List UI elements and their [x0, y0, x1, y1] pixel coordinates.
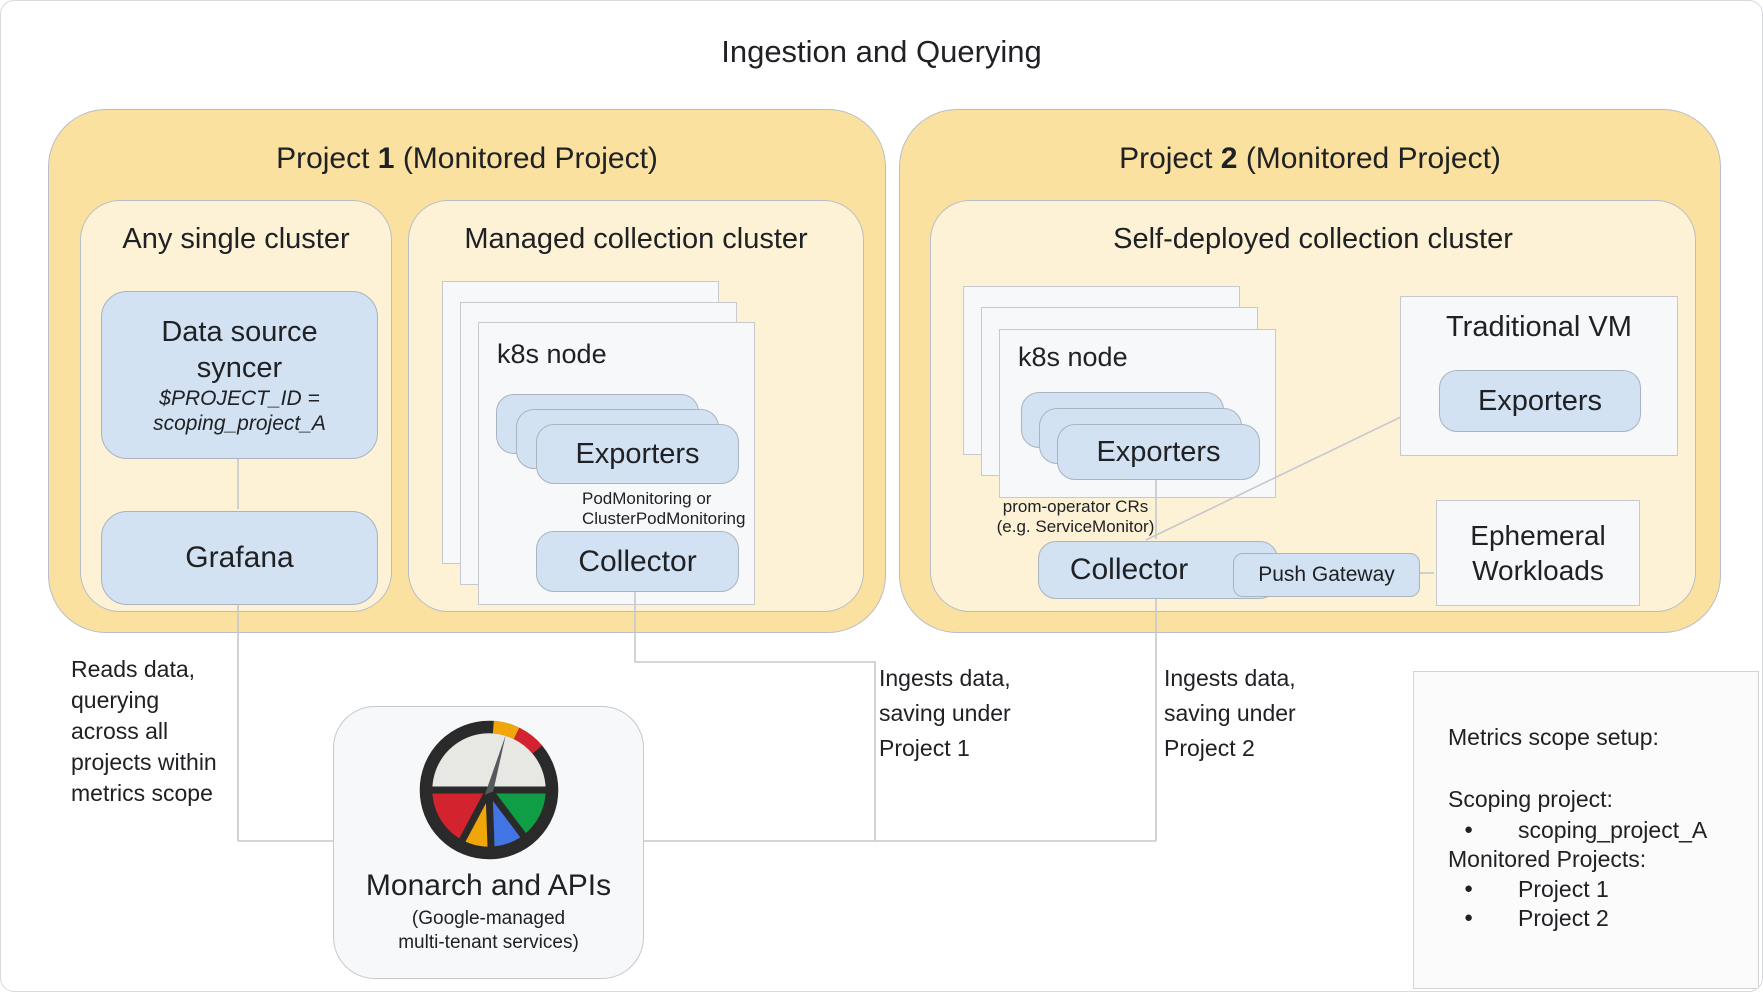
- scoping-project-label: Scoping project:: [1448, 786, 1613, 812]
- ephemeral-workloads-box: Ephemeral Workloads: [1436, 500, 1640, 606]
- ingests-project1-annotation: Ingests data, saving under Project 1: [879, 661, 1069, 766]
- traditional-vm-title: Traditional VM: [1446, 311, 1632, 343]
- exporters-node: Exporters: [536, 424, 739, 484]
- monitored-projects-label: Monitored Projects:: [1448, 846, 1647, 872]
- collector-node-project1: Collector: [536, 531, 739, 592]
- project2-container: Project 2 (Monitored Project) Self-deplo…: [899, 109, 1721, 633]
- bullet-icon: ●: [1464, 821, 1474, 838]
- ephemeral-line1: Ephemeral: [1470, 520, 1606, 551]
- project1-label-post: (Monitored Project): [394, 142, 658, 175]
- ingest2-line3: Project 2: [1164, 735, 1255, 761]
- metrics-scope-setup-box: Metrics scope setup: Scoping project: ● …: [1413, 671, 1759, 989]
- pod-monitoring-note: PodMonitoring or ClusterPodMonitoring: [582, 489, 762, 529]
- monitored-project-value-1: Project 1: [1518, 876, 1609, 902]
- k8s-node-label: k8s node: [497, 339, 607, 369]
- project1-label-number: 1: [377, 142, 395, 175]
- prometheus-gauge-icon: [419, 720, 558, 860]
- monitored-project-item-2: ● Project 2: [1448, 905, 1750, 932]
- reads-line2: querying: [71, 687, 160, 713]
- monarch-subtitle: (Google-managed multi-tenant services): [334, 907, 643, 955]
- push-gateway-node: Push Gateway: [1233, 553, 1420, 597]
- k8s-node-label: k8s node: [1018, 342, 1128, 372]
- ingest2-line2: saving under: [1164, 700, 1296, 726]
- syncer-project-id-var: $PROJECT_ID =: [159, 387, 320, 410]
- bullet-icon: ●: [1464, 909, 1474, 926]
- scoping-project-item: ● scoping_project_A: [1448, 817, 1750, 844]
- reads-line4: projects within: [71, 749, 217, 775]
- syncer-label-line2: syncer: [196, 352, 283, 384]
- managed-collection-cluster: Managed collection cluster k8s node Expo…: [408, 200, 864, 612]
- data-source-syncer-node: Data source syncer $PROJECT_ID = scoping…: [101, 291, 378, 459]
- monarch-title: Monarch and APIs: [365, 869, 612, 902]
- project1-container: Project 1 (Monitored Project) Any single…: [48, 109, 886, 633]
- reads-line1: Reads data,: [71, 656, 196, 682]
- reads-data-annotation: Reads data, querying across all projects…: [71, 654, 251, 809]
- monarch-box: Monarch and APIs (Google-managed multi-t…: [333, 706, 644, 979]
- bullet-icon: ●: [1464, 880, 1474, 897]
- prom-operator-note: prom-operator CRs (e.g. ServiceMonitor): [993, 497, 1158, 537]
- k8s-node-card-front: k8s node Exporters: [999, 329, 1276, 498]
- monarch-subtitle-line1: (Google-managed: [411, 908, 566, 929]
- traditional-vm-box: Traditional VM Exporters: [1400, 296, 1678, 456]
- syncer-project-id-value: scoping_project_A: [153, 412, 326, 435]
- managed-cluster-title: Managed collection cluster: [464, 223, 808, 255]
- reads-line3: across all: [71, 718, 169, 744]
- project1-label-pre: Project: [276, 142, 378, 175]
- project2-label: Project 2 (Monitored Project): [900, 142, 1720, 176]
- self-deployed-collection-cluster: Self-deployed collection cluster k8s nod…: [930, 200, 1696, 612]
- pod-monitoring-note-line2: ClusterPodMonitoring: [582, 509, 746, 528]
- monitored-project-value-2: Project 2: [1518, 905, 1609, 931]
- project2-label-number: 2: [1220, 142, 1238, 175]
- ingest1-line1: Ingests data,: [879, 665, 1011, 691]
- prom-operator-note-line1: prom-operator CRs: [1002, 497, 1149, 516]
- ingests-project2-annotation: Ingests data, saving under Project 2: [1164, 661, 1354, 766]
- pod-monitoring-note-line1: PodMonitoring or: [582, 489, 712, 508]
- any-single-cluster: Any single cluster Data source syncer $P…: [80, 200, 392, 612]
- grafana-node: Grafana: [101, 511, 378, 605]
- project1-label: Project 1 (Monitored Project): [49, 142, 885, 176]
- scoping-project-value: scoping_project_A: [1518, 817, 1708, 843]
- metrics-scope-title: Metrics scope setup:: [1448, 724, 1659, 750]
- ingest1-line2: saving under: [879, 700, 1011, 726]
- diagram-title: Ingestion and Querying: [721, 34, 1042, 69]
- prom-operator-note-line2: (e.g. ServiceMonitor): [996, 517, 1155, 536]
- project2-label-post: (Monitored Project): [1237, 142, 1501, 175]
- project2-label-pre: Project: [1119, 142, 1221, 175]
- ingest1-line3: Project 1: [879, 735, 970, 761]
- monitored-project-item-1: ● Project 1: [1448, 876, 1750, 903]
- reads-line5: metrics scope: [71, 780, 213, 806]
- syncer-label-line1: Data source: [161, 316, 318, 348]
- vm-exporters-node: Exporters: [1439, 370, 1641, 432]
- any-single-cluster-title: Any single cluster: [122, 223, 350, 255]
- exporters-node: Exporters: [1057, 424, 1260, 480]
- ephemeral-line2: Workloads: [1472, 555, 1604, 586]
- self-cluster-title: Self-deployed collection cluster: [1113, 223, 1513, 255]
- ingest2-line1: Ingests data,: [1164, 665, 1296, 691]
- monarch-subtitle-line2: multi-tenant services): [398, 932, 579, 953]
- k8s-node-card-front: k8s node Exporters PodMonitoring or Clus…: [478, 322, 755, 605]
